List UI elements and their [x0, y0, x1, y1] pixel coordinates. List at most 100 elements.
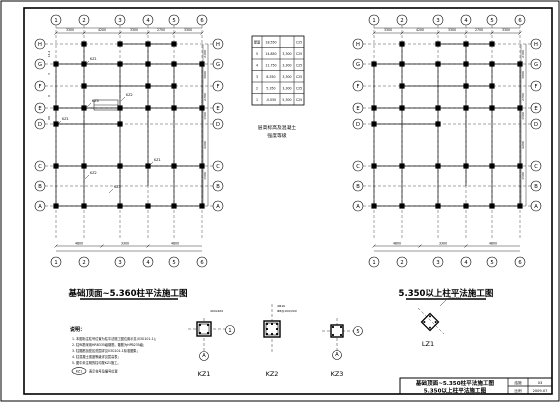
level-table-caption-1: 层高标高及混凝土	[258, 124, 297, 131]
left-plan-column-tag-2: KZ3	[92, 99, 99, 103]
left-plan-left-dim-0: 14.2	[47, 51, 51, 58]
right-plan-top-axis-3-label: 3	[436, 18, 439, 24]
right-plan-top-dim-4: 3300	[502, 28, 510, 32]
kz3-rebar-2	[331, 333, 335, 337]
notes-line-1: 1. 本图标注柱号位置为柱平法施工图位置示意(03G101-1)；	[72, 336, 158, 341]
right-plan-bottom-axis-4-circle	[460, 256, 472, 268]
left-plan-bottom-dim-2: 4800	[171, 242, 179, 246]
left-plan-column-12	[53, 163, 59, 169]
kz1-axis-bubble	[225, 325, 235, 335]
left-plan-bottom-tick-2	[146, 244, 150, 248]
right-plan-left-axis-H-label: H	[356, 42, 360, 48]
title-block-line-2: 5.350以上柱平法施工图	[424, 387, 487, 395]
notes-heading: 说明：	[70, 326, 85, 333]
right-plan-column-9	[463, 105, 469, 111]
left-plan-column-9	[145, 105, 151, 111]
right-plan-column-11	[517, 105, 523, 111]
kz2-rebar-4	[275, 327, 279, 331]
right-plan-column-5	[517, 61, 523, 67]
left-plan-column-tag-leader-6	[108, 188, 114, 194]
level-table-cell-4-2: 3,300	[282, 87, 291, 91]
left-plan-right-axis-H-label: H	[216, 42, 220, 48]
right-plan-right-axis-A-label: A	[534, 204, 538, 210]
right-plan-top-axis-5-label: 5	[490, 18, 493, 24]
right-plan-bottom-axis-3-circle	[432, 256, 444, 268]
notes-legend-tag: KZ1	[76, 369, 82, 373]
left-plan-top-tick-4	[172, 31, 176, 35]
left-plan-right-axis-D-label: D	[216, 122, 220, 128]
right-plan-bottom-axis-2-circle	[396, 256, 408, 268]
kz3-axis2-bubble	[332, 350, 342, 360]
right-plan-column-31	[435, 121, 441, 127]
right-plan-column-7	[399, 105, 405, 111]
left-plan-bottom-axis-3-circle	[114, 256, 126, 268]
right-plan-right-axis-E-label: E	[534, 106, 537, 112]
right-plan-bottom-axis-1-label: 1	[372, 260, 375, 266]
left-plan-column-7	[81, 105, 87, 111]
section-axis-kz1: 1	[228, 328, 231, 334]
left-plan-column-13	[81, 163, 87, 169]
left-plan-right-axis-A-label: A	[216, 204, 220, 210]
kz3-axis-bubble	[353, 326, 363, 336]
right-plan-column-25	[463, 41, 469, 47]
kz2-rebar-5	[265, 332, 269, 336]
left-plan-column-10	[171, 105, 177, 111]
level-table-cell-4-0: 2	[256, 87, 258, 91]
right-plan-column-0	[371, 61, 377, 67]
right-plan-top-dim-2: 3300	[448, 28, 456, 32]
left-plan-column-28	[81, 83, 87, 89]
left-plan-bottom-axis-5-label: 5	[172, 260, 175, 266]
left-plan-top-dim-3: 2700	[157, 28, 165, 32]
left-plan-column-11	[199, 105, 205, 111]
right-plan-bottom-axis-5-circle	[486, 256, 498, 268]
kz3-rebar-0	[331, 325, 335, 329]
kz2-outline	[263, 320, 281, 338]
left-plan-column-8	[117, 105, 123, 111]
left-plan-right-dim-2: 2700	[203, 93, 207, 101]
right-plan-right-dim-5: 1500	[521, 172, 525, 180]
left-plan-bottom-axis-6-circle	[196, 256, 208, 268]
left-plan-top-dim-1: 4200	[98, 28, 106, 32]
section-label-lz1: LZ1	[422, 340, 434, 348]
level-table-cell-0-1: 18.550	[265, 41, 276, 45]
left-plan-column-24	[81, 41, 87, 47]
right-plan-column-2	[435, 61, 441, 67]
right-plan-column-30	[371, 121, 377, 127]
left-plan-column-30	[53, 121, 59, 127]
right-plan-top-dim-0: 3300	[384, 28, 392, 32]
left-plan-top-dim-0: 3300	[66, 28, 74, 32]
level-table-cell-3-1: 8.550	[266, 75, 275, 79]
left-plan-column-1	[81, 61, 87, 67]
right-plan-bottom-axis-5-label: 5	[490, 260, 493, 266]
left-plan-top-axis-1-label: 1	[54, 18, 57, 24]
right-plan-left-axis-F-label: F	[357, 84, 360, 90]
right-plan-left-axis-C-label: C	[356, 164, 360, 170]
left-plan-column-6	[53, 105, 59, 111]
right-plan-bottom-tick-2	[464, 244, 468, 248]
kz2-rebar-3	[265, 327, 269, 331]
kz2-rebar-spec: 4Φ16	[277, 304, 285, 308]
level-table-cell-3-3: C25	[296, 75, 302, 79]
left-plan-column-32	[145, 83, 151, 89]
right-plan-column-13	[399, 163, 405, 169]
right-plan-column-22	[489, 203, 495, 209]
right-plan-right-axis-B-label: B	[534, 184, 538, 190]
left-plan-column-15	[145, 163, 151, 169]
kz3-rebar-1	[339, 325, 343, 329]
left-plan-bottom-tick-1	[100, 244, 104, 248]
left-plan-left-axis-B-label: B	[38, 184, 42, 190]
left-plan-bottom-axis-2-circle	[78, 256, 90, 268]
title-block-line-1: 基础顶面~5.350柱平法施工图	[415, 379, 495, 387]
right-plan-bottom-tick-0	[372, 244, 376, 248]
level-table-cell-0-0: 屋面	[254, 40, 260, 45]
left-plan-right-axis-F-label: F	[217, 84, 220, 90]
right-plan-right-axis-D-label: D	[534, 122, 538, 128]
level-table-cell-2-3: C25	[296, 64, 302, 68]
level-table-cell-4-1: 5.350	[266, 87, 275, 91]
right-plan-column-21	[463, 203, 469, 209]
right-plan-top-tick-2	[436, 31, 440, 35]
left-plan-column-tag-1: KZ2	[126, 93, 133, 97]
kz2-stirrup-spec: Φ8@100/200	[277, 309, 297, 313]
